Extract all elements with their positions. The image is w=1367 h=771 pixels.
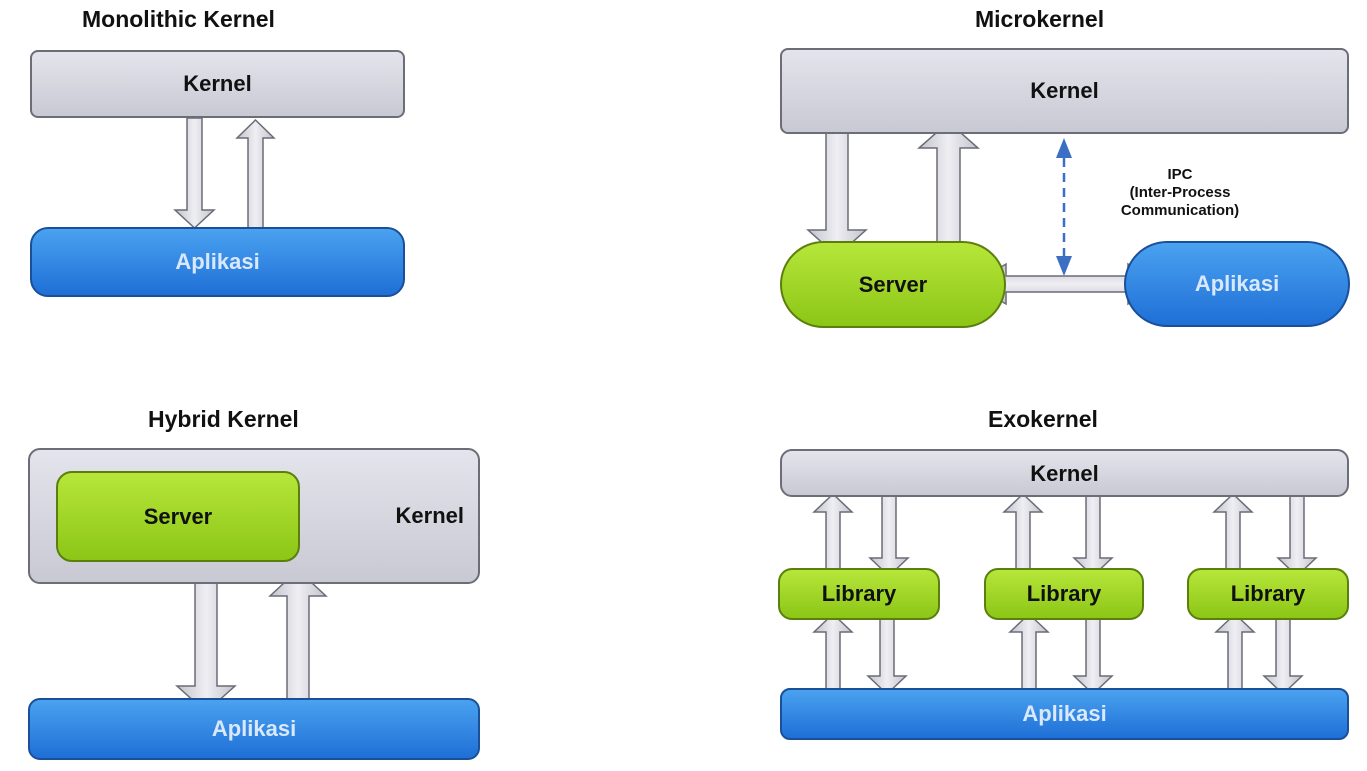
hybrid-app-box: Aplikasi — [28, 698, 480, 760]
hybrid-up-arrow — [268, 568, 328, 701]
exokernel-arrow-5 — [1002, 492, 1044, 573]
ipc-label-line1: IPC — [1167, 166, 1193, 183]
hybrid-down-arrow — [175, 581, 237, 714]
mono-up-arrow — [235, 118, 276, 229]
hybrid-kernel-label: Kernel — [395, 503, 464, 528]
microkernel-title: Microkernel — [975, 6, 1105, 32]
ipc-arrowhead-up — [1056, 138, 1072, 158]
exokernel-arrow-11 — [1214, 612, 1256, 691]
exokernel-arrow-9 — [1212, 492, 1254, 573]
hybrid-title: Hybrid Kernel — [148, 406, 299, 432]
microkernel-kernel-box: Kernel — [780, 48, 1349, 134]
micro-up-arrow — [917, 121, 980, 245]
exokernel-arrow-12 — [1262, 613, 1304, 696]
exokernel-arrow-8 — [1072, 613, 1114, 696]
microkernel-app-box: Aplikasi — [1124, 241, 1350, 327]
exokernel-arrow-10 — [1276, 493, 1318, 578]
monolithic-kernel-box: Kernel — [30, 50, 405, 118]
exokernel-arrow-1 — [812, 492, 854, 573]
exokernel-arrow-3 — [812, 612, 854, 691]
monolithic-title: Monolithic Kernel — [82, 6, 275, 32]
exokernel-library-3: Library — [1187, 568, 1349, 620]
exokernel-kernel-box: Kernel — [780, 449, 1349, 497]
ipc-label-line2: (Inter-Process — [1129, 184, 1231, 201]
ipc-label-line3: Communication) — [1120, 202, 1240, 219]
exokernel-arrow-2 — [868, 493, 910, 578]
hybrid-server-box: Server — [56, 471, 300, 562]
exokernel-app-box: Aplikasi — [780, 688, 1349, 740]
monolithic-app-box: Aplikasi — [30, 227, 405, 297]
ipc-arrowhead-down — [1056, 256, 1072, 276]
exokernel-arrow-4 — [866, 613, 908, 696]
ipc-label: IPC (Inter-Process Communication) — [1110, 166, 1250, 220]
exokernel-arrow-7 — [1008, 612, 1050, 691]
exokernel-arrow-6 — [1072, 493, 1114, 578]
exokernel-library-2: Library — [984, 568, 1144, 620]
exokernel-title: Exokernel — [988, 406, 1098, 432]
microkernel-server-box: Server — [780, 241, 1006, 328]
micro-down-arrow — [806, 127, 868, 258]
exokernel-library-1: Library — [778, 568, 940, 620]
mono-down-arrow — [173, 117, 216, 230]
